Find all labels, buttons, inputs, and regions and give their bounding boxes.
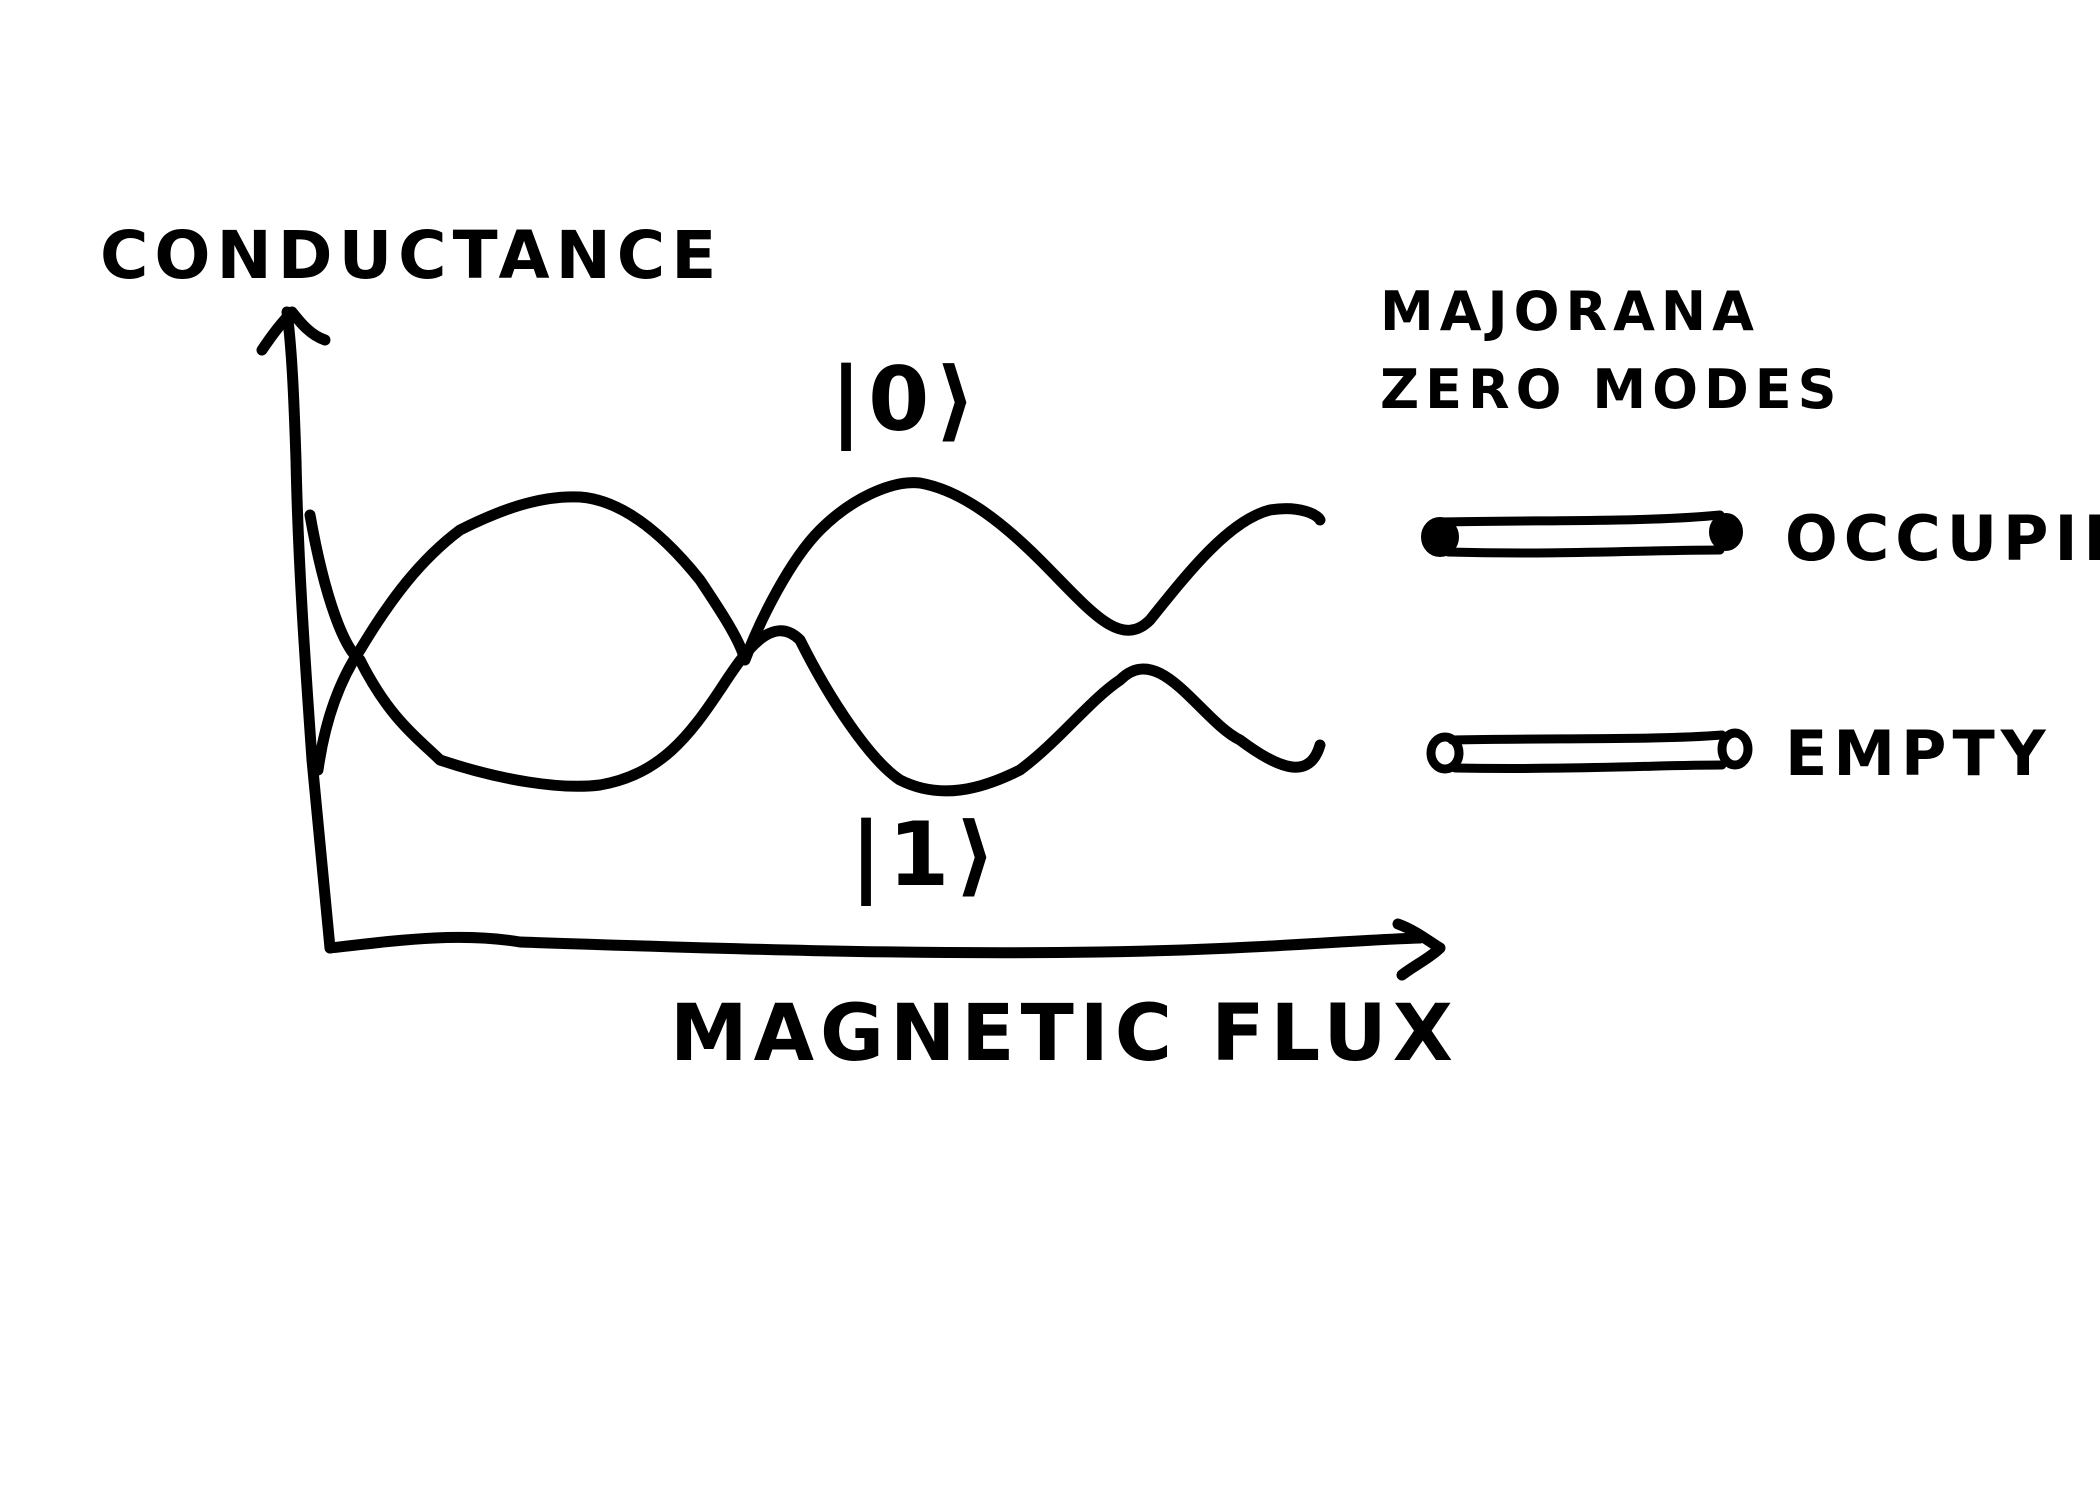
y-axis-arrowhead	[256, 306, 331, 356]
curve-state-zero	[312, 477, 1326, 776]
empty-left-end-ring	[1426, 732, 1464, 774]
legend-title-line2: ZERO MODES	[1380, 358, 1843, 421]
occupied-mode-wire	[1421, 510, 1743, 558]
x-axis-arrowhead	[1392, 918, 1446, 981]
x-axis-label: MAGNETIC FLUX	[670, 989, 1459, 1079]
y-axis-label: CONDUCTANCE	[100, 217, 722, 294]
occupied-left-end-dot	[1421, 517, 1459, 557]
state-zero-label: |0⟩	[830, 348, 982, 452]
empty-label: EMPTY	[1785, 717, 2052, 790]
occupied-label: OCCUPIED	[1785, 502, 2100, 575]
x-axis-line	[324, 931, 1426, 959]
curve-state-one	[304, 509, 1326, 797]
empty-right-end-ring	[1717, 728, 1753, 770]
empty-mode-wire	[1426, 728, 1753, 774]
occupied-right-end-dot	[1709, 513, 1743, 551]
state-one-label: |1⟩	[850, 803, 1002, 907]
legend-title-line1: MAJORANA	[1380, 280, 1760, 343]
y-axis-line	[281, 306, 336, 954]
